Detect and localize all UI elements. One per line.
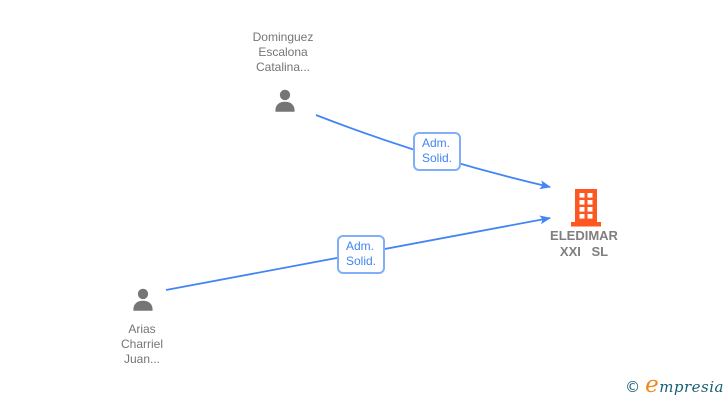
person1-name-line3: Catalina... [255,60,311,74]
building-icon [571,189,601,227]
person1-name-line2: Escalona [258,45,308,59]
person1-node[interactable] [271,87,299,115]
copyright-icon: © [625,378,641,396]
company-name-line1: ELEDIMAR [550,228,618,243]
person2-node[interactable] [129,286,157,314]
edge1-label-line1: Adm. [422,136,451,150]
person2-name-line1: Arias [128,322,156,336]
company-node[interactable] [570,189,602,232]
edge2-label-line2: Solid. [346,254,377,268]
brand-watermark: © empresia [625,374,724,397]
company-name[interactable]: ELEDIMAR XXI SL [514,228,654,260]
brand-rest: mpresia [659,378,724,396]
edge1-label-line2: Solid. [422,151,453,165]
brand-text: empresia [645,374,724,397]
person-icon [133,288,153,311]
person2-name[interactable]: Arias Charriel Juan... [72,322,212,367]
person2-name-line2: Charriel [120,337,163,351]
edge-label-chip-1: Adm. Solid. [413,132,462,171]
company-name-line2: XXI SL [559,244,609,259]
person2-name-line3: Juan... [123,352,161,366]
person1-name-line1: Dominguez [252,30,314,44]
person-icon [275,89,295,112]
edge-label-chip-2: Adm. Solid. [337,235,386,274]
edge2-label-line1: Adm. [346,239,375,253]
person1-name[interactable]: Dominguez Escalona Catalina... [213,30,353,75]
brand-initial: e [645,372,660,398]
